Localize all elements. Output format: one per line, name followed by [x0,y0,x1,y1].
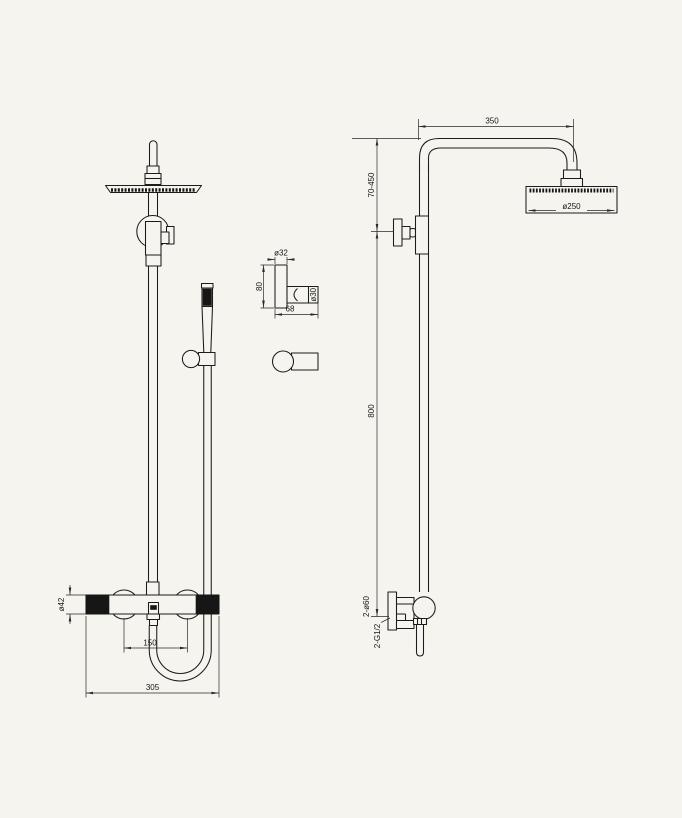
holder-side-detail [271,350,319,373]
shower-arm-side [418,137,578,170]
riser-pipe-front [147,192,159,583]
front-view: ø42 150 305 [57,140,220,698]
valve-handle-side [412,596,436,620]
dim-head-diameter: ø250 [562,202,581,211]
bracket-detail-dimensions: ø32 80 ø30 68 [255,249,319,319]
holder-knob-front [181,349,201,369]
rain-head-side: ø250 [525,185,618,214]
label-connection-thread: 2-G1/2 [373,623,382,648]
valve-handle-right [195,594,220,615]
wall-bracket-front [136,214,175,267]
thermostatic-valve-front [85,581,220,627]
valve-wall-flange [387,591,398,631]
valve-handle-left [85,594,110,615]
dim-valve-diameter: ø42 [57,597,66,611]
dim-bracket-overall-width: 68 [286,305,295,314]
dim-bracket-top-diameter: ø32 [274,249,288,258]
label-mount-escutcheon: 2-ø60 [362,596,371,617]
holder-knob-detail [271,350,295,373]
side-view-dimensions: 350 70-450 800 2-ø60 2-G1/2 [352,117,574,648]
side-view: ø250 350 70-450 [352,117,618,657]
hand-shower-front [181,282,216,369]
bracket-holder-detail [286,285,319,304]
hose-outlet-side [415,623,425,657]
holder-clamp-detail [290,352,319,371]
dim-inlet-spacing: 150 [143,639,157,648]
dim-bracket-body-height: 80 [255,282,264,291]
dim-bracket-height-range: 70-450 [367,172,376,197]
thermostatic-valve-side [387,591,436,657]
shower-arm-drop-front [144,140,162,186]
dim-total-width: 305 [146,683,160,692]
bracket-body-detail [274,264,288,309]
wall-bracket-detail: ø32 80 ø30 68 [255,249,319,319]
shower-hose-front [148,365,212,682]
front-view-dimensions: ø42 150 305 [57,585,220,698]
wall-bracket-side [392,215,430,255]
head-connector-side [560,169,584,188]
dim-arm-length: 350 [485,117,499,126]
dim-bracket-holder-diameter: ø30 [309,287,318,301]
dim-riser-height: 800 [367,404,376,418]
riser-pipe-side [418,166,430,592]
rain-head-front [104,184,203,194]
